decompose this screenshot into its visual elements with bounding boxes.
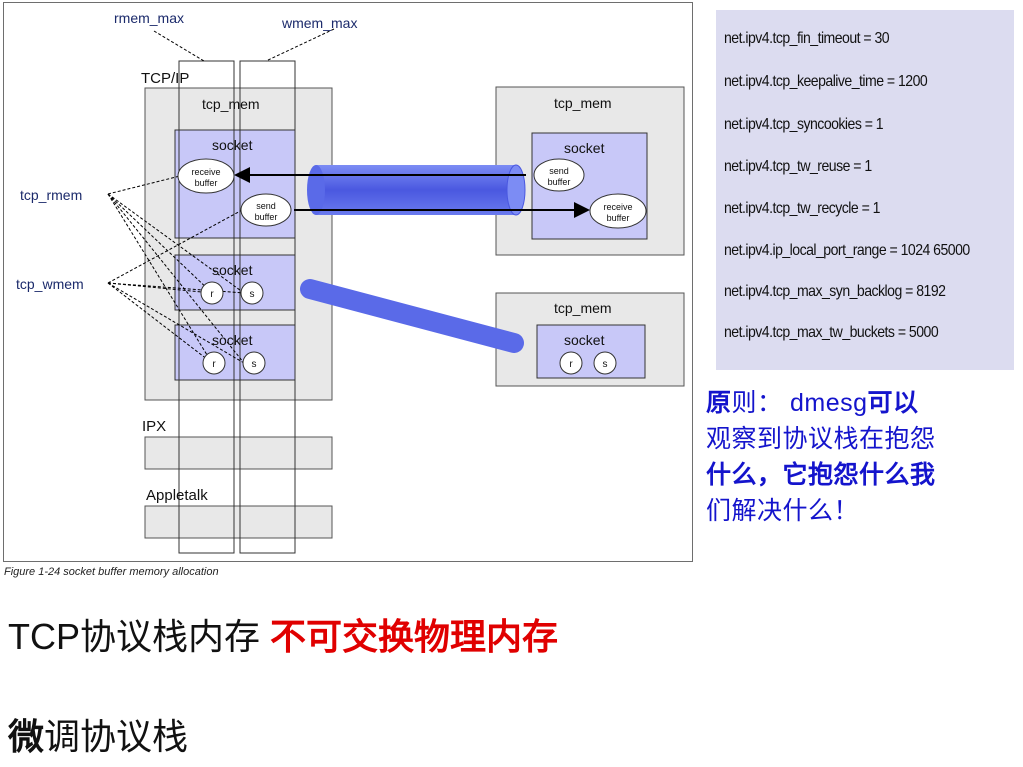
remote-receive-buffer-label: buffer	[607, 213, 630, 223]
sysctl-line: net.ipv4.tcp_max_syn_backlog = 8192	[724, 283, 946, 300]
r-label-3: r	[569, 359, 573, 370]
heading-memory-red: 不可交换物理内存	[270, 616, 559, 657]
heading-tune-stack: 微调协议栈	[8, 708, 188, 760]
tcpip-label: TCP/IP	[141, 70, 189, 87]
r-label-1: r	[210, 289, 214, 300]
remote-send-buffer	[533, 158, 585, 192]
s-label-1: s	[250, 289, 255, 300]
receive-buffer	[177, 158, 235, 194]
principle-note: 原则： dmesg可以 观察到协议栈在抱怨 什么，它抱怨什么我 们解决什么！	[706, 385, 1018, 529]
sysctl-line: net.ipv4.tcp_tw_reuse = 1	[724, 158, 872, 175]
socket-box-2	[174, 254, 296, 311]
r-circle-2	[202, 351, 226, 375]
principle-line-4: 们解决什么！	[706, 497, 860, 525]
sysctl-line: net.ipv4.tcp_max_tw_buckets = 5000	[724, 324, 939, 341]
sysctl-line: net.ipv4.tcp_tw_recycle = 1	[724, 200, 881, 217]
heading-tune-text: 调协议栈	[44, 716, 189, 757]
remote-send-label: send	[549, 166, 569, 176]
rmem-max-label: rmem_max	[114, 10, 184, 26]
s-label-3: s	[603, 359, 608, 370]
ipx-label: IPX	[142, 418, 166, 435]
wmem-column	[239, 60, 296, 554]
send-buffer-label: buffer	[255, 212, 278, 222]
s-circle-1	[240, 281, 264, 305]
sysctl-line: net.ipv4.tcp_syncookies = 1	[724, 116, 884, 133]
r-circle-3	[559, 351, 583, 375]
send-label: send	[256, 201, 276, 211]
socket-label-main: socket	[212, 137, 253, 153]
diagram-frame: rmem_max wmem_max TCP/IP tcp_mem socket …	[3, 2, 693, 562]
principle-text-1: 则： dmesg	[731, 389, 868, 417]
tcp-mem-label-right-1: tcp_mem	[554, 95, 612, 111]
remote-socket-box-2	[536, 324, 646, 379]
appletalk-box	[144, 505, 333, 539]
appletalk-label: Appletalk	[146, 487, 208, 504]
figure-caption: Figure 1-24 socket buffer memory allocat…	[4, 566, 219, 578]
sysctl-line: net.ipv4.tcp_keepalive_time = 1200	[724, 73, 928, 90]
dashed-links	[107, 28, 335, 364]
socket-label-remote-2: socket	[564, 332, 605, 348]
heading-tcp-memory: TCP协议栈内存 不可交换物理内存	[8, 608, 558, 660]
connection-pipe-secondary	[300, 279, 524, 353]
connection-pipe-main	[307, 164, 526, 216]
heading-memory-text: TCP协议栈内存	[8, 616, 271, 657]
r-label-2: r	[212, 359, 216, 370]
principle-bold-1: 原	[706, 389, 732, 417]
r-circle-1	[200, 281, 224, 305]
socket-buffer-diagram: rmem_max wmem_max TCP/IP tcp_mem socket …	[16, 10, 685, 554]
principle-bold-3: 什么，它抱怨什么我	[706, 461, 936, 489]
ipx-box	[144, 436, 333, 470]
s-circle-3	[593, 351, 617, 375]
tcp-mem-label-left: tcp_mem	[202, 96, 260, 112]
principle-line-2: 观察到协议栈在抱怨	[706, 425, 936, 453]
receive-label: receive	[191, 167, 220, 177]
remote-receive-label: receive	[603, 202, 632, 212]
principle-line-3: 什么，它抱怨什么我	[706, 457, 1018, 493]
tcp-mem-label-right-2: tcp_mem	[554, 300, 612, 316]
principle-line-1: 原则： dmesg可以	[706, 385, 1018, 421]
receive-buffer-label: buffer	[195, 178, 218, 188]
sysctl-panel: net.ipv4.tcp_fin_timeout = 30 net.ipv4.t…	[716, 10, 1014, 370]
wmem-max-label: wmem_max	[281, 15, 357, 31]
principle-bold-2: 可以	[867, 389, 919, 417]
tcp-wmem-label: tcp_wmem	[16, 276, 84, 292]
socket-label-remote-1: socket	[564, 140, 605, 156]
tcp-rmem-label: tcp_rmem	[20, 187, 82, 203]
socket-label-2: socket	[212, 262, 253, 278]
sysctl-line: net.ipv4.ip_local_port_range = 1024 6500…	[724, 242, 970, 259]
remote-receive-buffer	[589, 193, 647, 229]
rmem-column	[178, 60, 235, 554]
heading-tune-bold: 微	[8, 716, 45, 757]
socket-label-3: socket	[212, 332, 253, 348]
sysctl-line: net.ipv4.tcp_fin_timeout = 30	[724, 30, 890, 47]
send-buffer	[240, 193, 292, 227]
s-label-2: s	[252, 359, 257, 370]
remote-send-buffer-label: buffer	[548, 177, 571, 187]
s-circle-2	[242, 351, 266, 375]
